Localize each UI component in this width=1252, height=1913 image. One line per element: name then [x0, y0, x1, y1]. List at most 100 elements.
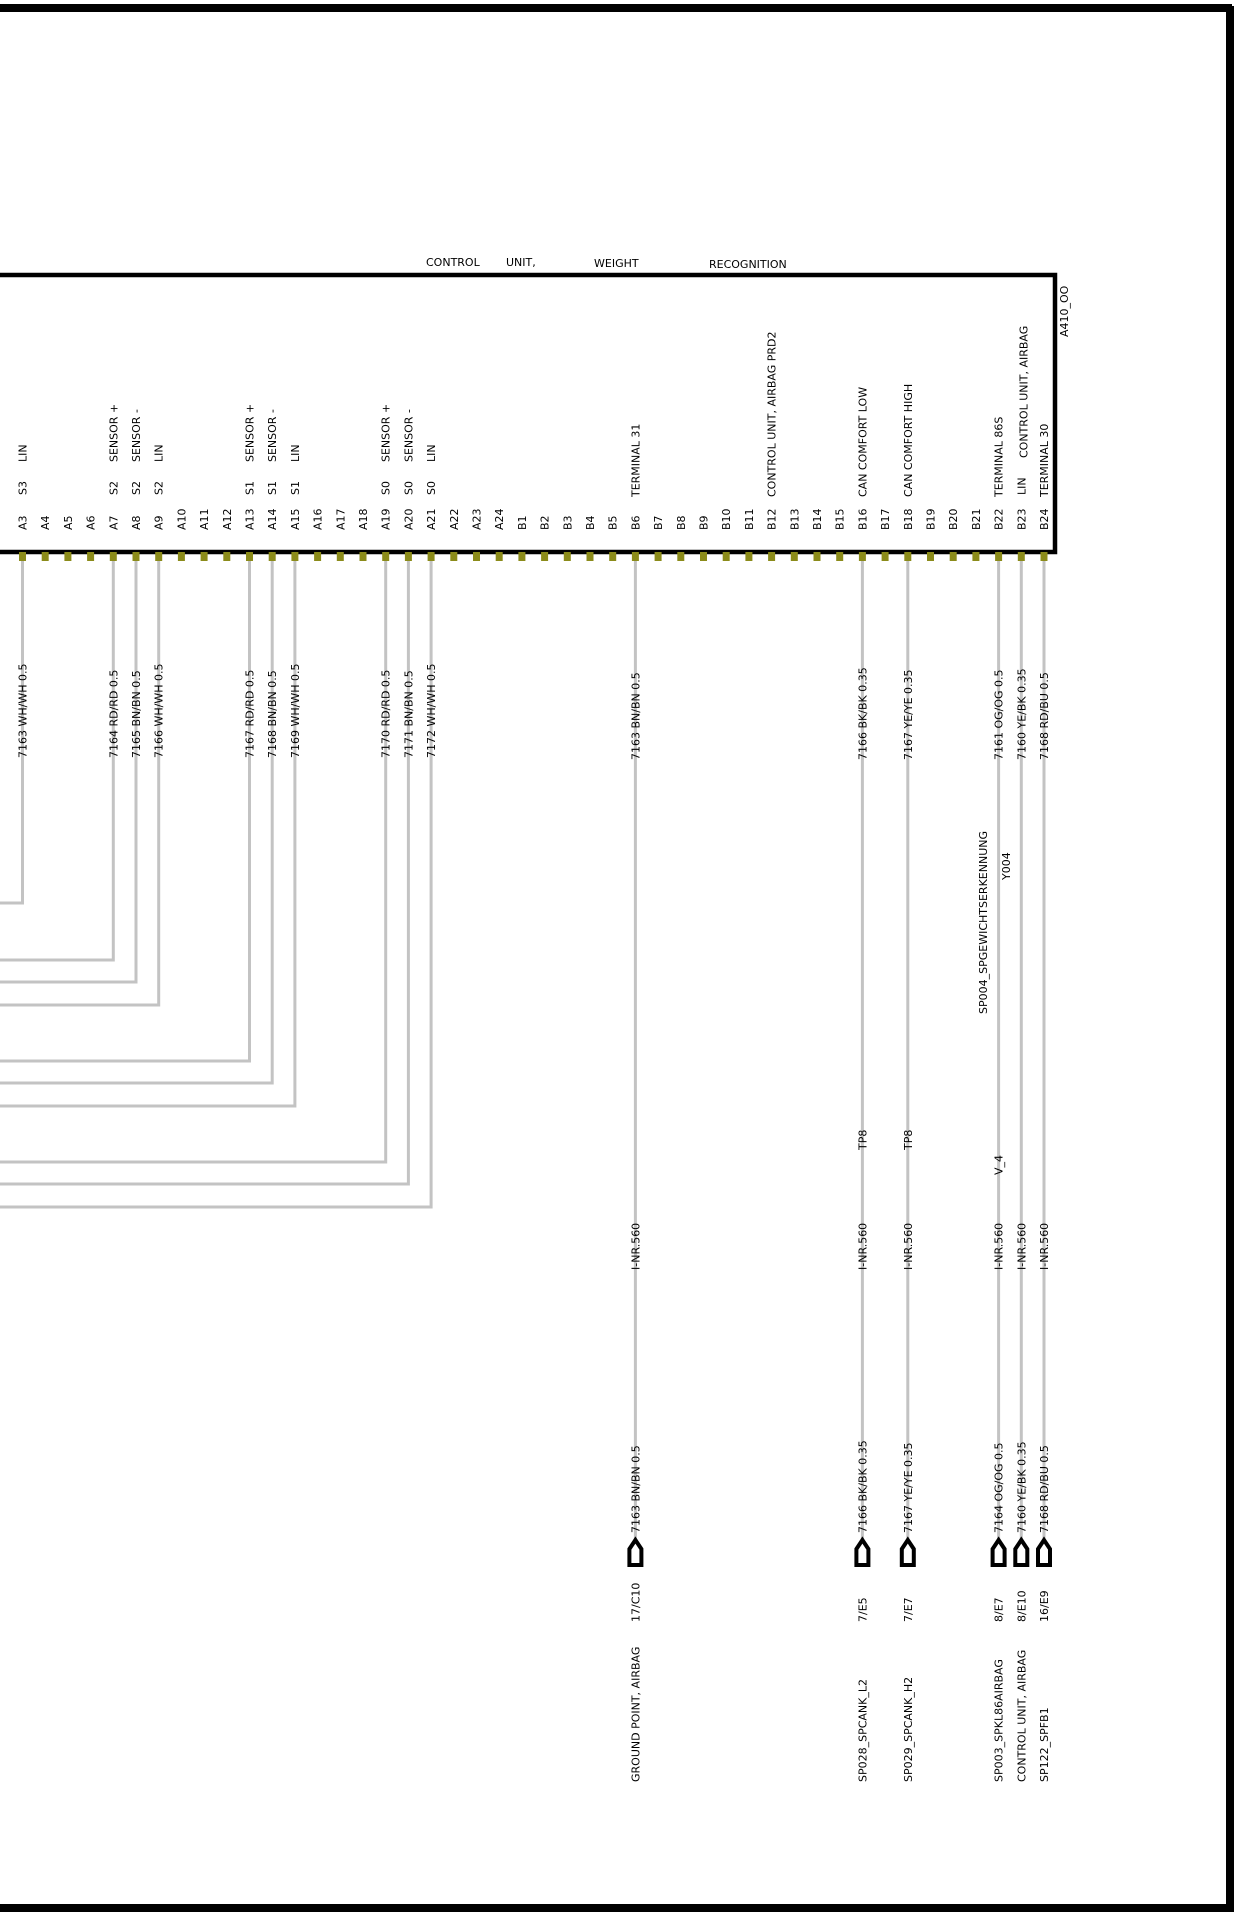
pin-description: SENSOR +: [380, 404, 393, 462]
wire-label: 7166 BK/BK 0.35: [856, 1440, 869, 1533]
wire-harness-label: I-NR.560: [856, 1223, 869, 1270]
pin-terminal: [518, 552, 526, 561]
page-reference: 8/E7: [993, 1597, 1006, 1622]
pin-terminal: [450, 552, 458, 561]
pin-number: A5: [62, 515, 75, 530]
pin-number: B13: [788, 508, 801, 530]
wire-label: 7163 BN/BN 0.5: [629, 1445, 642, 1533]
pin-number: B18: [902, 508, 915, 530]
pin-number: B22: [993, 508, 1006, 530]
wire-label: 7165 BN/BN 0.5: [130, 670, 143, 758]
pin-number: A4: [39, 515, 52, 530]
pin-number: A6: [85, 515, 98, 530]
pin-description: SENSOR -: [266, 409, 279, 462]
pin-code: S0: [402, 481, 415, 495]
pin-number: B21: [970, 508, 983, 530]
pin-number: A13: [244, 508, 257, 530]
pin-terminal: [745, 552, 753, 561]
pin-number: A12: [221, 508, 234, 530]
wire: [0, 561, 161, 1007]
pin-number: A22: [448, 508, 461, 530]
pin-number: A9: [153, 515, 166, 530]
pin-terminal: [246, 552, 253, 561]
wire-harness-label: I-NR.560: [993, 1223, 1006, 1270]
wire-label: 7167 YE/YE 0.35: [902, 669, 915, 760]
page-reference: 8/E10: [1015, 1590, 1028, 1622]
wire-tag: TP8: [856, 1130, 869, 1151]
pin-terminal: [927, 552, 934, 561]
pin-terminal: [109, 552, 117, 561]
wire: [0, 561, 297, 1108]
pin-number: B23: [1015, 508, 1028, 530]
pin-terminal: [473, 552, 480, 561]
pin-terminal: [790, 552, 798, 561]
pin-code: S3: [17, 481, 30, 495]
page-reference: 7/E5: [856, 1597, 869, 1622]
pin-number: B17: [879, 508, 892, 530]
wire-label: 7171 BN/BN 0.5: [402, 670, 415, 758]
pin-number: B6: [629, 515, 642, 530]
splice-name: SP004_SPGEWICHTSERKENNUNG: [977, 831, 990, 1014]
wire-label: 7160 YE/BK 0.35: [1015, 668, 1028, 760]
title-word-3: WEIGHT: [594, 257, 639, 270]
pin-number: B5: [607, 515, 620, 530]
pin-code: LIN: [1015, 477, 1028, 495]
pin-terminal: [949, 552, 957, 561]
pin-terminal: [268, 552, 276, 561]
wire-tag: TP8: [902, 1130, 915, 1151]
control-unit-box: [0, 272, 1058, 555]
pin-number: A24: [493, 508, 506, 530]
pin-number: B24: [1038, 508, 1051, 530]
connector-terminal: [1013, 1536, 1030, 1567]
wire: [0, 561, 251, 1063]
pin-code: S2: [107, 481, 120, 495]
pin-number: B3: [561, 515, 574, 530]
pin-number: B15: [834, 508, 847, 530]
wire-tag: V_4: [993, 1155, 1006, 1175]
pin-description: LIN: [17, 444, 30, 462]
wire-label: 7167 RD/RD 0.5: [244, 670, 257, 758]
wire-label: 7169 WH/WH 0.5: [289, 664, 302, 758]
wire: [0, 561, 410, 1186]
pin-terminal: [858, 552, 866, 561]
pin-number: A3: [17, 515, 30, 530]
wire-label: 7167 YE/YE 0.35: [902, 1442, 915, 1533]
pin-number: B12: [766, 508, 779, 530]
pin-code: S2: [153, 481, 166, 495]
component-id: A410_OO: [1058, 285, 1071, 337]
pin-terminal: [768, 552, 776, 561]
wire-label: 7164 OG/OG 0.5: [993, 1442, 1006, 1533]
pin-terminal: [64, 552, 72, 561]
pin-number: A7: [107, 515, 120, 530]
title-word-4: RECOGNITION: [709, 258, 787, 271]
wire: [0, 561, 115, 962]
wire-label: 7168 RD/BU 0.5: [1038, 1445, 1051, 1533]
pin-number: B1: [516, 515, 529, 530]
wire-label: 7160 YE/BK 0.35: [1015, 1441, 1028, 1533]
pin-terminal: [654, 552, 662, 561]
splice-annotation: SP004_SPGEWICHTSERKENNUNG Y004: [977, 831, 1013, 1014]
pin-terminal: [836, 552, 844, 561]
connector-terminal: [854, 1536, 871, 1567]
connector-terminal: [990, 1536, 1007, 1567]
destination-label: SP028_SPCANK_L2: [856, 1679, 869, 1782]
connector-terminal: [1036, 1536, 1052, 1567]
page-reference: 17/C10: [629, 1583, 642, 1622]
wire-label: 7163 BN/BN 0.5: [629, 672, 642, 760]
pin-description: SENSOR +: [244, 404, 257, 462]
wire-label: 7172 WH/WH 0.5: [425, 664, 438, 758]
pin-number: A8: [130, 515, 143, 530]
pin-terminal: [1040, 552, 1048, 561]
wire-label: 7166 WH/WH 0.5: [153, 664, 166, 758]
pin-description: TERMINAL 31: [629, 424, 642, 498]
pin-number: A19: [380, 508, 393, 530]
pin-terminal: [132, 552, 140, 561]
pin-number: B14: [811, 508, 824, 530]
wire-label: 7164 RD/RD 0.5: [107, 670, 120, 758]
pin-number: B19: [925, 508, 938, 530]
destination-label: SP029_SPCANK_H2: [902, 1677, 915, 1782]
pin-code: S2: [130, 481, 143, 495]
